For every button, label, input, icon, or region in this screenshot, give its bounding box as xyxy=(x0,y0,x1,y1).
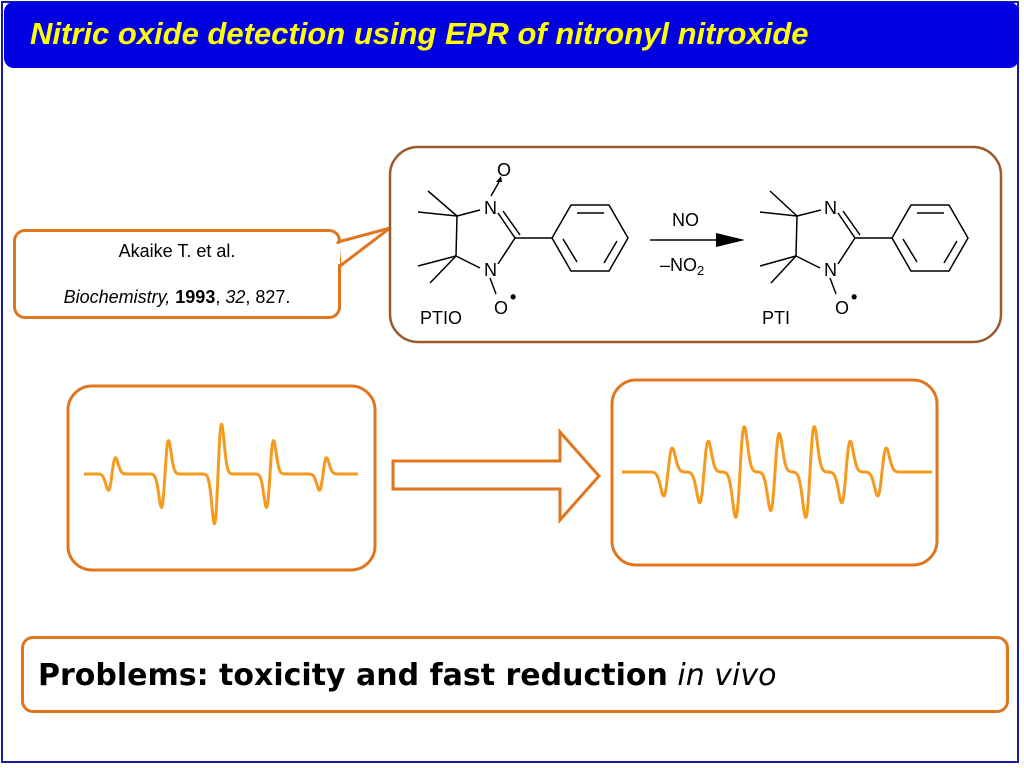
reference-citation: Biochemistry, 1993, 32, 827. xyxy=(63,287,291,307)
reference-volume: 32 xyxy=(225,287,246,307)
ptio-atom-n-top: N xyxy=(484,198,497,218)
ptio-arrowhead xyxy=(496,176,502,182)
reagent-subscript: 2 xyxy=(697,263,704,278)
slide-title: Nitric oxide detection using EPR of nitr… xyxy=(30,16,809,51)
spectrum-box-pti xyxy=(610,378,939,567)
callout-pointer xyxy=(336,226,392,268)
ptio-atom-o-top: O xyxy=(497,160,511,180)
reaction-scheme-box xyxy=(388,145,1003,344)
epr-spectrum-pti xyxy=(621,425,933,519)
ptio-atom-n-bottom: N xyxy=(484,260,497,280)
pti-radical-dot: • xyxy=(851,287,857,307)
reference-authors: Akaike T. et al. xyxy=(118,241,236,261)
spectrum-box-ptio xyxy=(66,384,377,572)
reference-year: 1993 xyxy=(175,287,216,307)
pti-atom-o-bottom: O xyxy=(835,298,849,318)
pti-label: PTI xyxy=(762,308,790,328)
reference-page: 827. xyxy=(255,287,291,307)
reference-journal: Biochemistry, xyxy=(63,287,171,307)
reference-callout: Akaike T. et al. Biochemistry, 1993, 32,… xyxy=(13,229,341,319)
epr-spectrum-ptio xyxy=(83,422,359,526)
reagent-minus-no2: –NO2 xyxy=(660,255,704,278)
pti-atom-n-top: N xyxy=(824,198,837,218)
ptio-radical-dot: • xyxy=(510,287,516,307)
pti-atom-n-bottom: N xyxy=(824,260,837,280)
problems-bold-text: Problems: toxicity and fast reduction xyxy=(38,658,668,693)
transformation-arrow xyxy=(391,428,602,524)
pti-structure xyxy=(759,190,969,295)
reagent-minus-no: –NO xyxy=(660,255,697,275)
ptio-atom-o-bottom: O xyxy=(494,298,508,318)
problems-statement: Problems: toxicity and fast reduction in… xyxy=(38,658,777,693)
ptio-label: PTIO xyxy=(420,308,462,328)
problems-box: Problems: toxicity and fast reduction in… xyxy=(21,636,1009,713)
problems-italic-text: in vivo xyxy=(677,658,777,693)
ptio-structure xyxy=(417,181,629,295)
title-bar: Nitric oxide detection using EPR of nitr… xyxy=(4,2,1019,68)
reaction-arrow-head xyxy=(716,233,745,247)
reagent-no: NO xyxy=(672,210,699,230)
